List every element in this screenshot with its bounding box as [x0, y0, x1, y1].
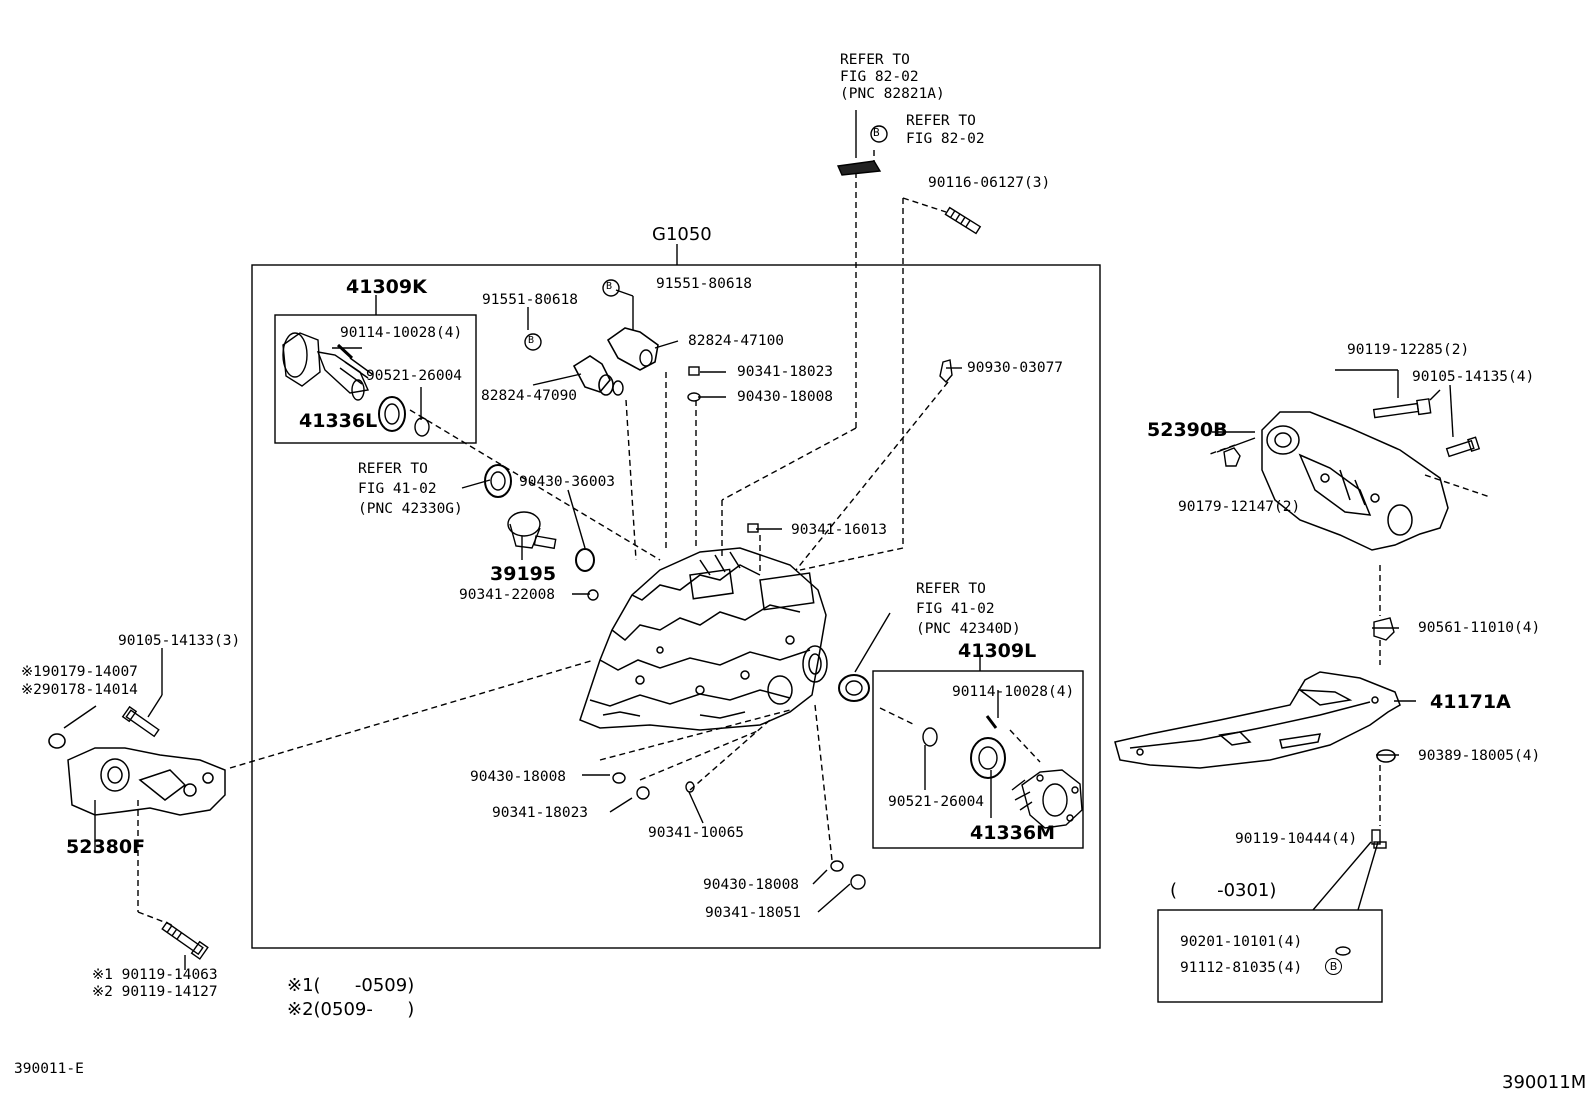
refer-4102-d-line2: FIG 41-02 [916, 601, 995, 617]
circle-b-marker-left: B [528, 335, 535, 346]
left-mount-bracket-drawing [67, 747, 226, 816]
part-90930-03077: 90930-03077 [967, 360, 1064, 376]
transfer-case-drawing [579, 547, 828, 731]
footer-right-code: 390011M [1502, 1072, 1587, 1093]
part-90341-18023-mid: 90341-18023 [492, 805, 589, 821]
part-90178-14014: ※290178-14014 [21, 682, 138, 698]
part-90561-11010: 90561-11010(4) [1418, 620, 1541, 636]
part-90119-10444: 90119-10444(4) [1235, 831, 1358, 847]
part-91551-80618-b: 91551-80618 [656, 276, 753, 292]
refer-8202-b-line1: REFER TO [906, 113, 976, 129]
part-90119-14127: ※2 90119-14127 [92, 984, 218, 1000]
footer-left-code: 390011-E [14, 1061, 84, 1077]
circle-b-marker-top: B [873, 126, 880, 139]
part-52380f: 52380F [66, 836, 146, 858]
refer-4102-g-line3: (PNC 42330G) [358, 501, 463, 517]
refer-8202-a-line3: (PNC 82821A) [840, 86, 945, 102]
part-90341-18051: 90341-18051 [705, 905, 802, 921]
kit-41309l: 41309L [958, 640, 1037, 662]
part-90105-14135: 90105-14135(4) [1412, 369, 1535, 385]
circle-b-marker-box: B [1325, 958, 1342, 975]
part-90119-12285: 90119-12285(2) [1347, 342, 1470, 358]
part-90430-36003: 90430-36003 [519, 474, 616, 490]
part-90201-10101: 90201-10101(4) [1180, 934, 1303, 950]
front-output-flange-drawing [282, 332, 373, 401]
part-90116-06127: 90116-06127(3) [928, 175, 1051, 191]
part-41336l: 41336L [299, 410, 378, 432]
speed-sensor-47100-drawing [606, 327, 659, 371]
part-90179-12147: 90179-12147(2) [1178, 499, 1301, 515]
part-90341-10065: 90341-10065 [648, 825, 745, 841]
note-applicability-1: ※1( -0509) [287, 975, 415, 996]
part-90389-18005: 90389-18005(4) [1418, 748, 1541, 764]
kit-box-0301 [1157, 909, 1383, 1003]
part-90105-14133: 90105-14133(3) [118, 633, 241, 649]
part-90430-18008-top: 90430-18008 [737, 389, 834, 405]
kit-41309k: 41309K [346, 276, 427, 298]
part-90430-18008-bot: 90430-18008 [703, 877, 800, 893]
crossmember-drawing [1114, 671, 1401, 769]
kit-box-41309l [872, 670, 1084, 849]
refer-4102-d-line1: REFER TO [916, 581, 986, 597]
part-39195: 39195 [490, 563, 557, 585]
part-90521-26004-k: 90521-26004 [366, 368, 463, 384]
refer-8202-a-line2: FIG 82-02 [840, 69, 919, 85]
note-applicability-2: ※2(0509- ) [287, 999, 415, 1020]
refer-4102-g-line1: REFER TO [358, 461, 428, 477]
part-91112-81035: 91112-81035(4) [1180, 960, 1303, 976]
part-90341-22008: 90341-22008 [459, 587, 556, 603]
rear-output-flange-drawing [1011, 769, 1083, 829]
part-52390b: 52390B [1147, 419, 1228, 441]
refer-4102-g-line2: FIG 41-02 [358, 481, 437, 497]
part-90179-14007: ※190179-14007 [21, 664, 138, 680]
part-90119-14063: ※1 90119-14063 [92, 967, 218, 983]
part-82824-47100: 82824-47100 [688, 333, 785, 349]
refer-8202-a-line1: REFER TO [840, 52, 910, 68]
part-91551-80618-a: 91551-80618 [482, 292, 579, 308]
part-90341-16013: 90341-16013 [791, 522, 888, 538]
shaft-39195-drawing [507, 511, 557, 550]
part-90341-18023-top: 90341-18023 [737, 364, 834, 380]
assembly-code-g1050: G1050 [652, 224, 712, 245]
circle-b-marker-mid: B [606, 281, 613, 292]
range-minus-0301: ( -0301) [1170, 880, 1277, 901]
speed-sensor-47090-drawing [572, 355, 624, 396]
assembly-frame [251, 264, 1101, 949]
refer-8202-b-line2: FIG 82-02 [906, 131, 985, 147]
part-90521-26004-l: 90521-26004 [888, 794, 985, 810]
part-41171a: 41171A [1430, 691, 1511, 713]
refer-4102-d-line3: (PNC 42340D) [916, 621, 1021, 637]
part-90430-18008-mid: 90430-18008 [470, 769, 567, 785]
right-bracket-drawing [1261, 411, 1449, 551]
part-90114-10028-l: 90114-10028(4) [952, 684, 1075, 700]
part-41336m: 41336M [970, 822, 1056, 844]
part-90114-10028-k: 90114-10028(4) [340, 325, 463, 341]
part-82824-47090: 82824-47090 [481, 388, 578, 404]
